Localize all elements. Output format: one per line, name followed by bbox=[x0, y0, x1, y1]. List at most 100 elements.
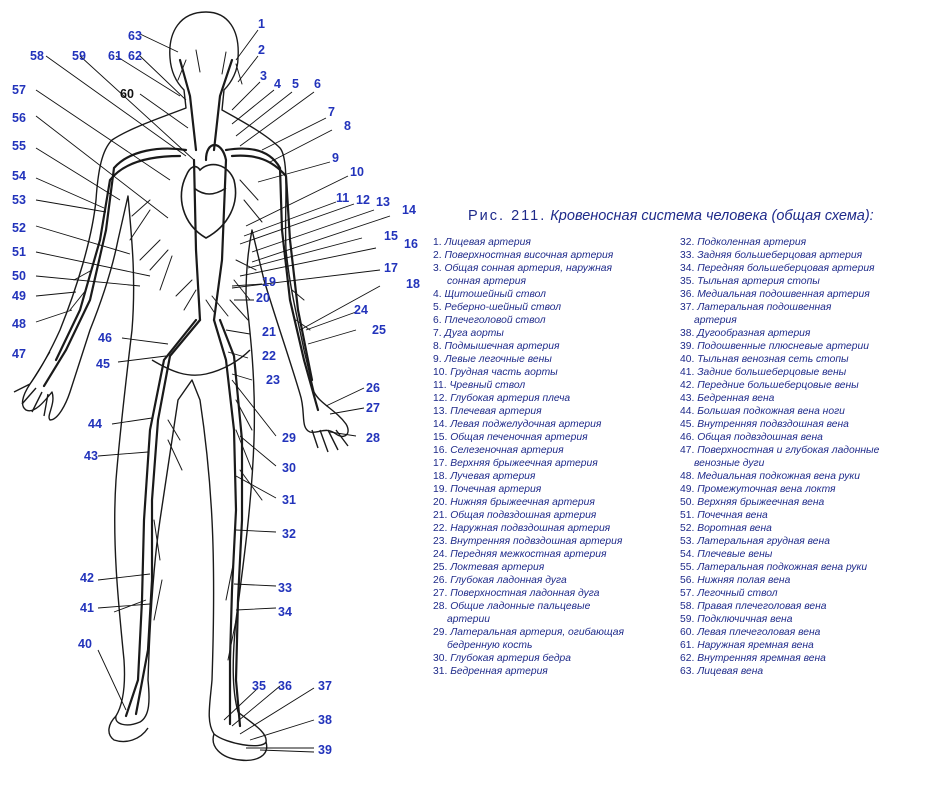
legend-item-number: 59. bbox=[680, 614, 695, 625]
marker-13: 13 bbox=[376, 195, 390, 209]
marker-19: 19 bbox=[262, 275, 276, 289]
legend-item: 34. Передняя большеберцовая артерия bbox=[680, 262, 938, 275]
legend-item: 6. Плечеголовой ствол bbox=[433, 314, 673, 327]
legend-item-text: сонная артерия bbox=[447, 276, 527, 287]
marker-22: 22 bbox=[262, 349, 276, 363]
body-outline bbox=[13, 11, 349, 762]
legend-item: 55. Латеральная подкожная вена руки bbox=[680, 561, 938, 574]
legend-item: 14. Левая поджелудочная артерия bbox=[433, 418, 673, 431]
legend-item-text: артерия bbox=[694, 315, 737, 326]
legend-item: 36. Медиальная подошвенная артерия bbox=[680, 288, 938, 301]
marker-4: 4 bbox=[274, 77, 281, 91]
legend-item: венозные дуги bbox=[680, 457, 938, 470]
legend-item: 5. Реберно-шейный ствол bbox=[433, 301, 673, 314]
legend-item-text: Тыльная артерия стопы bbox=[697, 276, 820, 287]
marker-10: 10 bbox=[350, 165, 364, 179]
legend-item: 51. Почечная вена bbox=[680, 509, 938, 522]
legend-item: 54. Плечевые вены bbox=[680, 548, 938, 561]
legend-item-number: 54. bbox=[680, 549, 695, 560]
legend-item: 46. Общая подвздошная вена bbox=[680, 431, 938, 444]
legend-item-number: 28. bbox=[433, 601, 448, 612]
legend-item-number: 32. bbox=[680, 237, 695, 248]
legend-item: 24. Передняя межкостная артерия bbox=[433, 548, 673, 561]
legend-item-number: 51. bbox=[680, 510, 695, 521]
legend-item-text: Поверхностная височная артерия bbox=[444, 250, 614, 261]
legend-item-text: Глубокая ладонная дуга bbox=[450, 575, 567, 586]
marker-16: 16 bbox=[404, 237, 418, 251]
legend-item: 17. Верхняя брыжеечная артерия bbox=[433, 457, 673, 470]
marker-31: 31 bbox=[282, 493, 296, 507]
legend-item-text: Плечевая артерия bbox=[450, 406, 542, 417]
legend-item-number: 19. bbox=[433, 484, 448, 495]
marker-52: 52 bbox=[12, 221, 26, 235]
legend-item-number: 24. bbox=[433, 549, 448, 560]
legend-item-text: Общая сонная артерия, наружная bbox=[444, 263, 612, 274]
legend-item-text: Общая подвздошная вена bbox=[697, 432, 823, 443]
legend-item: 38. Дугообразная артерия bbox=[680, 327, 938, 340]
legend-item-number: 10. bbox=[433, 367, 448, 378]
legend-item: 15. Общая печеночная артерия bbox=[433, 431, 673, 444]
legend-item: 45. Внутренняя подвздошная вена bbox=[680, 418, 938, 431]
marker-20: 20 bbox=[256, 291, 270, 305]
marker-61: 61 bbox=[108, 49, 122, 63]
legend-item-text: Реберно-шейный ствол bbox=[444, 302, 562, 313]
legend-item-text: Медиальная подкожная вена руки bbox=[697, 471, 860, 482]
marker-26: 26 bbox=[366, 381, 380, 395]
legend-item-number: 58. bbox=[680, 601, 695, 612]
legend-item-number: 55. bbox=[680, 562, 695, 573]
legend-item-text: Передние большеберцовые вены bbox=[697, 380, 859, 391]
legend-item-number: 23. bbox=[433, 536, 448, 547]
legend-item-number: 48. bbox=[680, 471, 695, 482]
left-arm-vessels bbox=[42, 147, 188, 388]
legend-item: 20. Нижняя брыжеечная артерия bbox=[433, 496, 673, 509]
legend-item-number: 7. bbox=[433, 328, 442, 339]
legend-item: 27. Поверхностная ладонная дуга bbox=[433, 587, 673, 600]
legend-item: 47. Поверхностная и глубокая ладонные bbox=[680, 444, 938, 457]
legend-item-text: Латеральная подошвенная bbox=[697, 302, 832, 313]
legend-item-text: Бедренная вена bbox=[697, 393, 775, 404]
legend-item-text: Лучевая артерия bbox=[450, 471, 536, 482]
legend-item-number: 1. bbox=[433, 237, 442, 248]
legend-item-text: Общие ладонные пальцевые bbox=[450, 601, 591, 612]
marker-7: 7 bbox=[328, 105, 335, 119]
left-hand-fingers bbox=[13, 383, 49, 417]
marker-41: 41 bbox=[80, 601, 94, 615]
marker-5: 5 bbox=[292, 77, 299, 91]
legend-item: 41. Задние большеберцовые вены bbox=[680, 366, 938, 379]
legend-item-number: 13. bbox=[433, 406, 448, 417]
legend-item: 7. Дуга аорты bbox=[433, 327, 673, 340]
legend-item-text: Селезеночная артерия bbox=[450, 445, 564, 456]
marker-48: 48 bbox=[12, 317, 26, 331]
right-leg-vein bbox=[218, 318, 244, 728]
marker-23: 23 bbox=[266, 373, 280, 387]
legend-item-text: Наружная подвздошная артерия bbox=[450, 523, 611, 534]
legend-item-number: 34. bbox=[680, 263, 695, 274]
legend-item-number: 33. bbox=[680, 250, 695, 261]
legend-item-text: Поверхностная и глубокая ладонные bbox=[697, 445, 880, 456]
legend-item: 52. Воротная вена bbox=[680, 522, 938, 535]
legend-item: 18. Лучевая артерия bbox=[433, 470, 673, 483]
legend-item-number: 52. bbox=[680, 523, 695, 534]
legend-item-number: 44. bbox=[680, 406, 695, 417]
legend-item: 57. Легочный ствол bbox=[680, 587, 938, 600]
legend-item-text: Верхняя брыжеечная артерия bbox=[450, 458, 598, 469]
head-outline bbox=[21, 11, 349, 747]
marker-45: 45 bbox=[96, 357, 110, 371]
legend-item: 16. Селезеночная артерия bbox=[433, 444, 673, 457]
legend-item: 10. Грудная часть аорты bbox=[433, 366, 673, 379]
legend-item-number: 8. bbox=[433, 341, 442, 352]
legend-item: 3. Общая сонная артерия, наружная bbox=[433, 262, 673, 275]
marker-21: 21 bbox=[262, 325, 276, 339]
legend-item-text: Дугообразная артерия bbox=[697, 328, 811, 339]
legend-item-text: Подключичная вена bbox=[697, 614, 793, 625]
legend-item-number: 40. bbox=[680, 354, 695, 365]
legend-item-number: 21. bbox=[433, 510, 448, 521]
leader-lines bbox=[29, 29, 391, 753]
marker-62: 62 bbox=[128, 49, 142, 63]
legend-item: 32. Подколенная артерия bbox=[680, 236, 938, 249]
marker-58: 58 bbox=[30, 49, 44, 63]
legend-item-number: 53. bbox=[680, 536, 695, 547]
legend-item-number: 5. bbox=[433, 302, 442, 313]
legend-item: 35. Тыльная артерия стопы bbox=[680, 275, 938, 288]
legend-item-number: 45. bbox=[680, 419, 695, 430]
